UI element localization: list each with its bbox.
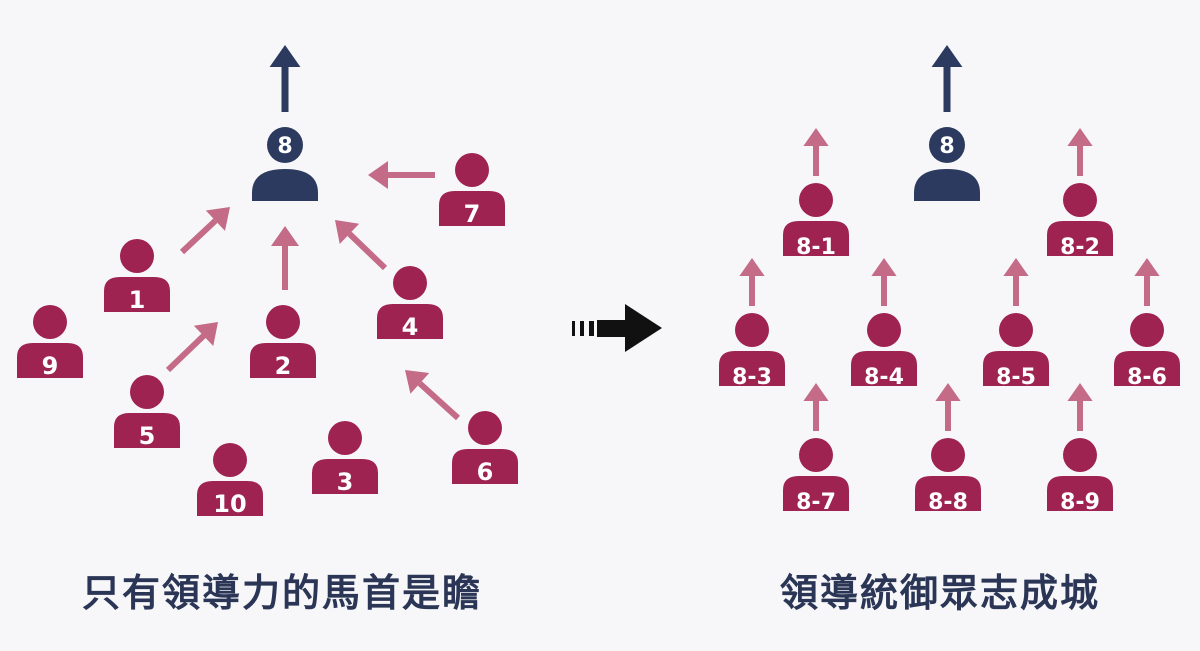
arrow-icon xyxy=(803,128,829,176)
leader-label: 8 xyxy=(277,134,292,159)
right-caption: 領導統御眾志成城 xyxy=(780,570,1101,615)
person-label: 9 xyxy=(42,352,59,380)
person-icon: 3 xyxy=(312,421,378,496)
person-label: 1 xyxy=(129,286,146,314)
arrow-icon xyxy=(335,220,388,271)
arrow-icon xyxy=(1134,258,1160,306)
arrow-icon xyxy=(871,258,897,306)
person-label: 4 xyxy=(402,313,419,341)
person-icon: 8-7 xyxy=(783,438,849,515)
arrow-icon xyxy=(179,207,230,255)
person-label: 8-6 xyxy=(1127,365,1167,390)
person-label: 5 xyxy=(139,422,156,450)
person-icon: 9 xyxy=(17,305,83,380)
leader-up-arrow-icon xyxy=(269,45,301,112)
arrow-icon xyxy=(1067,128,1093,176)
person-icon: 8-1 xyxy=(783,183,849,260)
person-icon: 4 xyxy=(377,266,443,341)
person-icon: 8-9 xyxy=(1047,438,1113,515)
arrow-icon xyxy=(1003,258,1029,306)
person-icon: 8-5 xyxy=(983,313,1049,390)
person-icon: 2 xyxy=(250,305,316,380)
person-icon: 8-6 xyxy=(1114,313,1180,390)
left-caption: 只有領導力的馬首是瞻 xyxy=(82,570,483,615)
person-label: 3 xyxy=(337,468,354,496)
leader-label: 8 xyxy=(939,134,954,159)
person-label: 8-5 xyxy=(996,365,1036,390)
person-icon: 8-3 xyxy=(719,313,785,390)
person-icon: 10 xyxy=(197,443,263,518)
person-label: 2 xyxy=(275,352,292,380)
person-icon: 6 xyxy=(452,411,518,486)
arrow-icon xyxy=(368,161,435,189)
person-icon: 8-2 xyxy=(1047,183,1113,260)
person-label: 8-8 xyxy=(928,490,968,515)
leader-person-icon: 8 xyxy=(914,127,980,201)
person-icon: 8-8 xyxy=(915,438,981,515)
person-label: 10 xyxy=(213,490,246,518)
arrow-icon xyxy=(405,370,461,421)
leader-person-icon: 8 xyxy=(252,127,318,201)
person-label: 6 xyxy=(477,458,494,486)
person-label: 8-1 xyxy=(796,235,836,260)
person-label: 8-2 xyxy=(1060,235,1100,260)
arrow-icon xyxy=(739,258,765,306)
arrow-icon xyxy=(271,226,299,290)
arrow-icon xyxy=(803,383,829,431)
person-label: 8-9 xyxy=(1060,490,1100,515)
person-label: 8-4 xyxy=(864,365,904,390)
transition-arrow-icon xyxy=(572,304,662,352)
person-label: 7 xyxy=(464,200,481,228)
person-icon: 1 xyxy=(104,239,170,314)
person-icon: 7 xyxy=(439,153,505,228)
arrow-icon xyxy=(165,322,218,373)
person-label: 8-3 xyxy=(732,365,772,390)
arrow-icon xyxy=(935,383,961,431)
person-icon: 8-4 xyxy=(851,313,917,390)
person-icon: 5 xyxy=(114,375,180,450)
person-label: 8-7 xyxy=(796,490,836,515)
arrow-icon xyxy=(1067,383,1093,431)
leader-up-arrow-icon xyxy=(931,45,963,112)
